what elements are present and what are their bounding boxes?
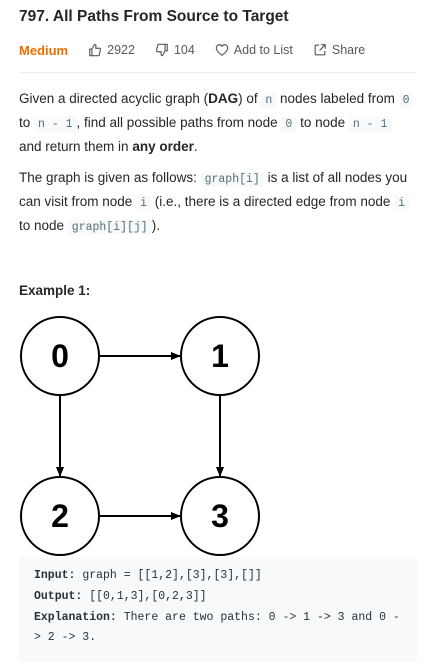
graph-node-0: 0 [20, 316, 100, 396]
problem-meta-bar: Medium 2922 104 Add to List Share [19, 42, 365, 58]
text: ). [151, 218, 160, 233]
thumbs-down-icon [155, 43, 168, 57]
text: , find all possible paths from node [76, 115, 282, 130]
example-graph-diagram: 0 1 2 3 [20, 316, 260, 556]
text: . [193, 139, 198, 154]
text: nodes labeled from [276, 91, 399, 106]
text: Given a directed acyclic graph ( [19, 91, 209, 106]
inline-code: graph[i] [200, 172, 264, 187]
dislike-count: 104 [173, 43, 195, 57]
share-button[interactable]: Share [313, 43, 365, 57]
text: ) of [238, 91, 262, 106]
graph-node-label: 2 [51, 498, 69, 534]
add-to-list-label: Add to List [233, 43, 293, 57]
inline-code: 0 [398, 93, 414, 108]
text: to node [296, 115, 349, 130]
share-icon [314, 44, 326, 56]
example-input-line: Input: graph = [[1,2],[3],[3],[]] [34, 566, 402, 587]
difficulty-badge: Medium [19, 42, 69, 58]
like-button[interactable]: 2922 [88, 43, 135, 57]
inline-code: graph[i][j] [67, 220, 152, 235]
heart-icon [215, 44, 229, 56]
explanation-value: There are two paths: 0 -> 1 -> 3 and 0 -… [34, 610, 400, 645]
graph-node-1: 1 [180, 316, 260, 396]
inline-code: 0 [281, 117, 297, 132]
text: (i.e., there is a directed edge from nod… [150, 194, 395, 209]
graph-node-label: 0 [51, 338, 69, 374]
description-paragraph-1: Given a directed acyclic graph (DAG) of … [19, 88, 415, 158]
description-paragraph-2: The graph is given as follows: graph[i] … [19, 167, 415, 239]
text: to node [19, 218, 68, 233]
graph-node-2: 2 [20, 476, 100, 556]
like-count: 2922 [107, 43, 135, 57]
add-to-list-button[interactable]: Add to List [215, 43, 293, 57]
share-label: Share [331, 43, 366, 57]
divider [19, 72, 416, 73]
graph-node-label: 1 [211, 338, 229, 374]
inline-code: i [394, 196, 410, 211]
example-code-block: Input: graph = [[1,2],[3],[3],[]] Output… [19, 557, 417, 662]
input-label: Input: [34, 569, 76, 582]
inline-code: n - 1 [34, 117, 77, 132]
text: and return them in [19, 139, 133, 154]
inline-code: i [136, 196, 151, 211]
explanation-label: Explanation: [34, 610, 117, 624]
example-heading: Example 1: [19, 283, 91, 298]
problem-title: 797. All Paths From Source to Target [19, 8, 289, 25]
bold-text: DAG [208, 91, 239, 106]
example-output-line: Output: [[0,1,3],[0,2,3]] [34, 587, 402, 608]
inline-code: n - 1 [348, 117, 392, 132]
text: is a list of all nodes you can visit fro… [19, 170, 408, 209]
thumbs-up-icon [89, 43, 102, 57]
dislike-button[interactable]: 104 [155, 43, 195, 57]
output-value: [[0,1,3],[0,2,3]] [82, 589, 207, 603]
output-label: Output: [34, 589, 83, 603]
example-explanation-line: Explanation: There are two paths: 0 -> 1… [34, 608, 402, 650]
bold-text: any order [132, 139, 194, 154]
text: The graph is given as follows: [19, 170, 201, 185]
input-value: graph = [[1,2],[3],[3],[]] [75, 569, 262, 582]
graph-node-3: 3 [180, 476, 260, 556]
inline-code: n [261, 93, 277, 108]
text: to [19, 115, 35, 130]
graph-node-label: 3 [211, 498, 229, 534]
